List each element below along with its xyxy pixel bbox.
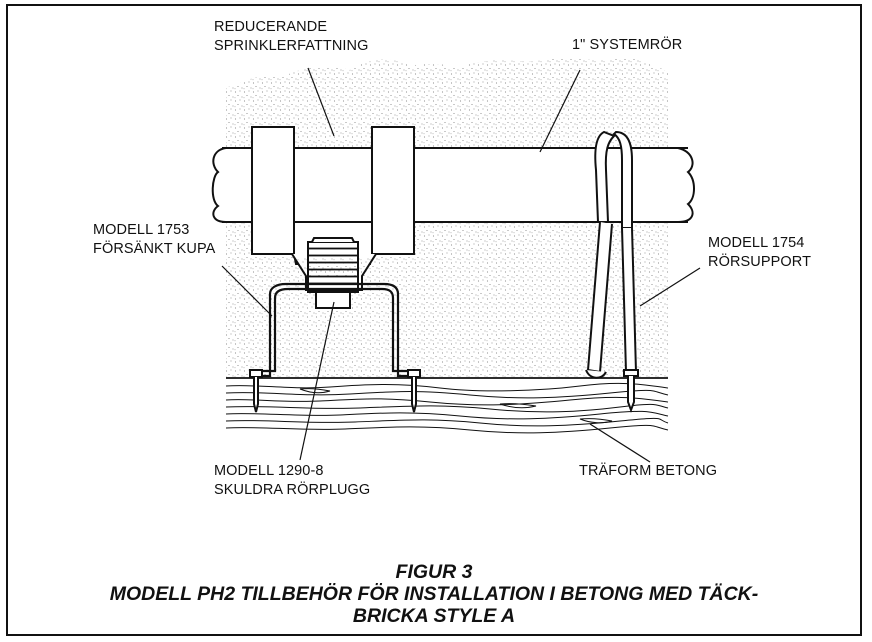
pipe-support bbox=[585, 130, 639, 413]
formwork-label-text: TRÄFORM BETONG bbox=[579, 463, 718, 479]
pipe-plug-label: MODELL 1290-8 SKULDRA RÖRPLUGG bbox=[214, 462, 370, 500]
figure-caption-line1: FIGUR 3 bbox=[395, 561, 473, 583]
figure-caption-line2: MODELL PH2 TILLBEHÖR FÖR INSTALLATION I … bbox=[109, 583, 759, 605]
pipe-support-label: MODELL 1754 RÖRSUPPORT bbox=[708, 234, 811, 272]
pipe-plug-label-line2: SKULDRA RÖRPLUGG bbox=[214, 482, 371, 498]
nails bbox=[249, 369, 421, 413]
recessed-cup-label-line1: MODELL 1753 bbox=[93, 222, 190, 238]
wood-formwork bbox=[225, 377, 669, 436]
recessed-cup-label-line2: FÖRSÄNKT KUPA bbox=[93, 241, 216, 257]
recessed-cup-label: MODELL 1753 FÖRSÄNKT KUPA bbox=[93, 221, 215, 259]
figure-caption-line3: BRICKA STYLE A bbox=[352, 605, 516, 627]
pipe-support-label-line2: RÖRSUPPORT bbox=[708, 254, 812, 270]
reducing-fitting-label-line2: SPRINKLERFATTNING bbox=[214, 38, 369, 54]
system-pipe-label: 1" SYSTEMRÖR bbox=[572, 36, 682, 55]
pipe-plug-label-line1: MODELL 1290-8 bbox=[214, 463, 324, 479]
reducing-fitting-label-line1: REDUCERANDE bbox=[214, 19, 328, 35]
reducing-sprinkler-fitting bbox=[251, 126, 415, 265]
reducing-fitting-label: REDUCERANDE SPRINKLERFATTNING bbox=[214, 18, 369, 56]
pipe-support-label-line1: MODELL 1754 bbox=[708, 235, 805, 251]
leader-lines bbox=[221, 67, 701, 463]
shoulder-pipe-plug bbox=[291, 237, 377, 309]
figure-caption: FIGUR 3 MODELL PH2 TILLBEHÖR FÖR INSTALL… bbox=[6, 561, 862, 627]
system-pipe-label-text: 1" SYSTEMRÖR bbox=[572, 37, 683, 53]
formwork-label: TRÄFORM BETONG bbox=[579, 462, 717, 481]
recessed-cup bbox=[250, 282, 418, 378]
figure-frame bbox=[6, 4, 862, 636]
